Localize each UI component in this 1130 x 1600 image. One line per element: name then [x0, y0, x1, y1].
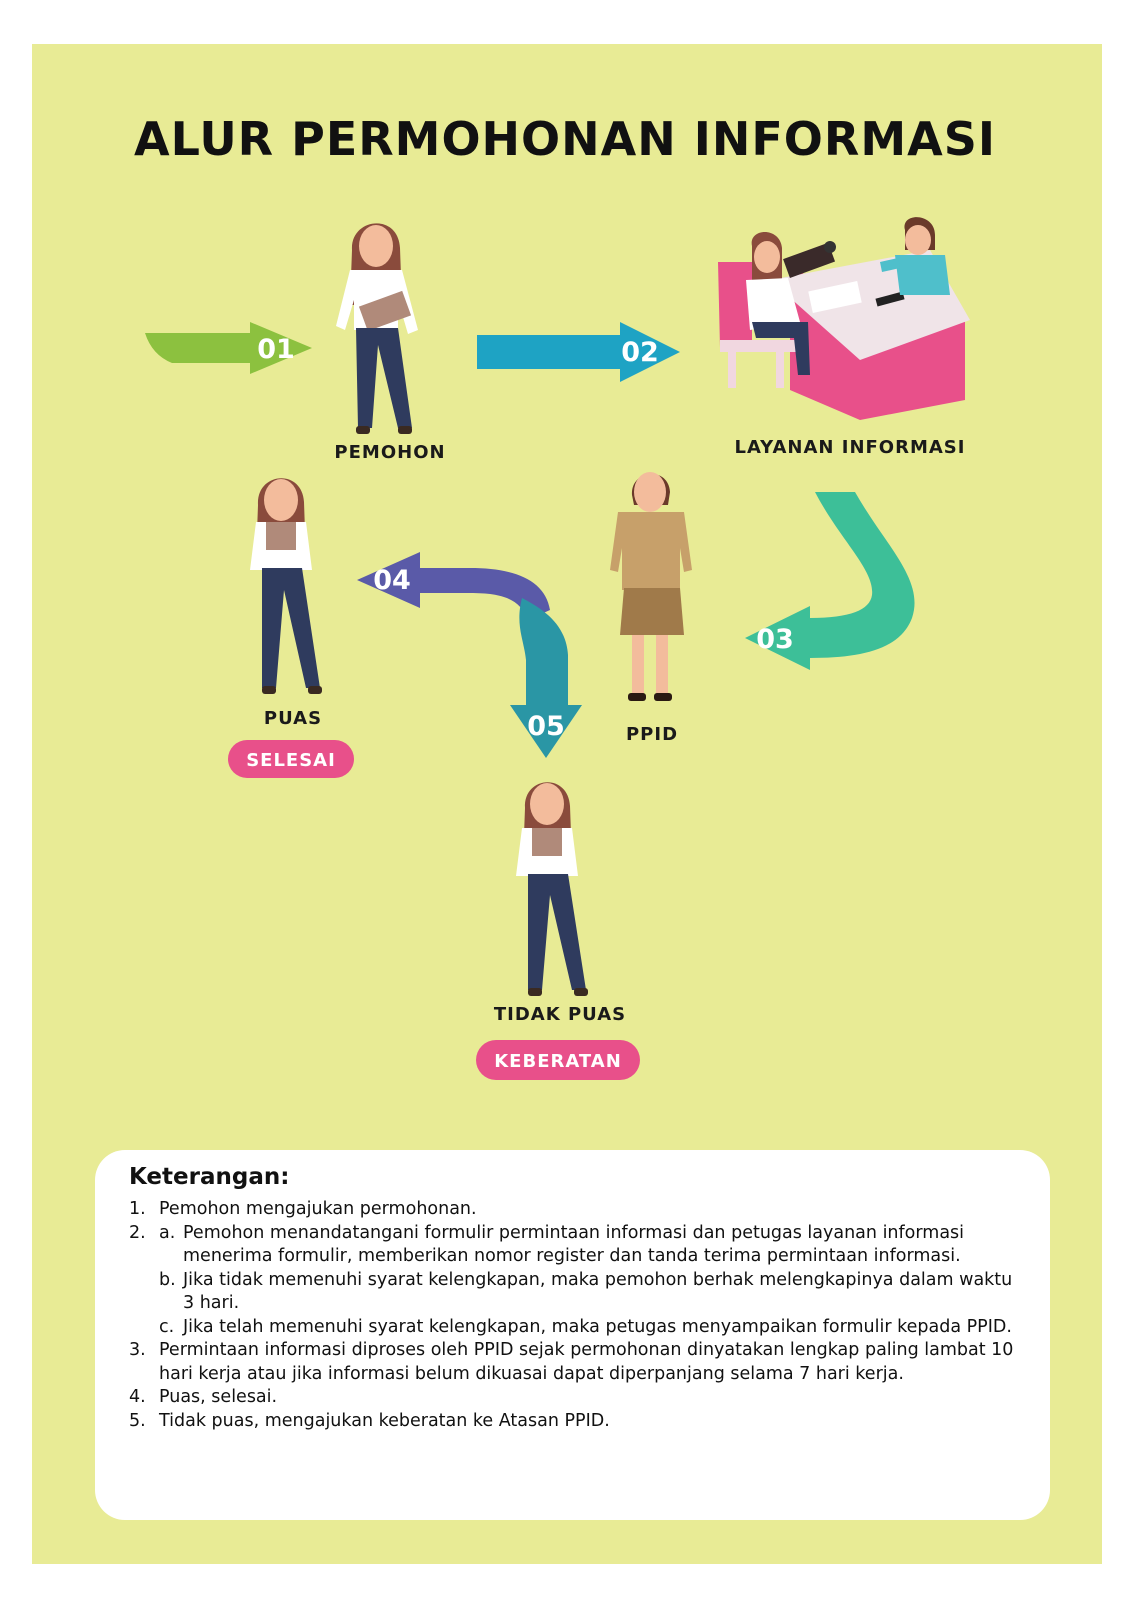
caption-pemohon: PEMOHON: [334, 442, 445, 463]
legend-item-4-number: 4.: [129, 1387, 146, 1407]
legend-item-2c-letter: c.: [159, 1316, 175, 1337]
woman-puas-figure: [250, 478, 322, 694]
arrow-05: 05: [510, 598, 582, 758]
woman-tidak-puas-figure: [516, 782, 588, 996]
arrow-01-number: 01: [257, 334, 295, 365]
woman-pemohon-figure: [336, 223, 418, 434]
arrow-03: 03: [745, 492, 915, 670]
legend-item-4-text: Puas, selesai.: [159, 1387, 278, 1407]
legend-item-1-text: Pemohon mengajukan permohonan.: [159, 1199, 477, 1219]
arrow-02: 02: [477, 322, 680, 382]
caption-layanan-informasi: LAYANAN INFORMASI: [735, 437, 966, 458]
legend-item-1-number: 1.: [129, 1199, 146, 1219]
arrow-05-number: 05: [527, 711, 565, 742]
legend-item-3: 3. Permintaan informasi diproses oleh PP…: [129, 1339, 1022, 1386]
legend-heading: Keterangan:: [129, 1164, 290, 1190]
legend-item-3-number: 3.: [129, 1340, 146, 1360]
legend-item-2b-letter: b.: [159, 1269, 176, 1290]
legend-item-2: 2. a. Pemohon menandatangani formulir pe…: [129, 1222, 1022, 1269]
legend-item-2a: a. Pemohon menandatangani formulir permi…: [159, 1222, 1022, 1269]
legend-item-4: 4. Puas, selesai.: [129, 1386, 1022, 1410]
service-desk-scene: [718, 217, 970, 420]
legend-item-2a-text: Pemohon menandatangani formulir perminta…: [183, 1222, 965, 1267]
badge-keberatan-text: KEBERATAN: [494, 1051, 622, 1072]
page-title: ALUR PERMOHONAN INFORMASI: [134, 112, 996, 166]
caption-ppid: PPID: [626, 724, 678, 745]
legend-item-1: 1. Pemohon mengajukan permohonan.: [129, 1198, 1022, 1222]
legend-item-3-text: Permintaan informasi diproses oleh PPID …: [159, 1340, 1014, 1384]
arrow-04-number: 04: [373, 565, 411, 596]
ppid-officer-figure: [610, 472, 692, 701]
arrow-01: 01: [145, 322, 312, 374]
legend-item-2a-letter: a.: [159, 1222, 176, 1243]
arrow-04: 04: [357, 552, 550, 620]
caption-tidak-puas: TIDAK PUAS: [494, 1004, 626, 1025]
arrow-02-number: 02: [621, 337, 659, 368]
badge-keberatan: KEBERATAN: [476, 1040, 640, 1080]
arrow-03-number: 03: [756, 624, 794, 655]
legend-item-5-number: 5.: [129, 1410, 146, 1431]
legend-item-5-text: Tidak puas, mengajukan keberatan ke Atas…: [159, 1410, 610, 1431]
legend-item-2c: c. Jika telah memenuhi syarat kelengkapa…: [129, 1316, 1022, 1340]
legend-item-2b: b. Jika tidak memenuhi syarat kelengkapa…: [129, 1269, 1022, 1316]
badge-selesai: SELESAI: [228, 740, 354, 778]
flow-diagram: 01 02 03 04 05: [145, 217, 970, 1080]
legend-item-2-number: 2.: [129, 1222, 146, 1243]
legend-item-2b-text: Jika tidak memenuhi syarat kelengkapan, …: [183, 1269, 1013, 1314]
caption-puas: PUAS: [264, 708, 322, 729]
badge-selesai-text: SELESAI: [246, 750, 336, 771]
legend-item-2c-text: Jika telah memenuhi syarat kelengkapan, …: [183, 1316, 1012, 1337]
legend-box: Keterangan: 1. Pemohon mengajukan permoh…: [95, 1150, 1050, 1520]
legend-item-5: 5. Tidak puas, mengajukan keberatan ke A…: [129, 1410, 1022, 1434]
